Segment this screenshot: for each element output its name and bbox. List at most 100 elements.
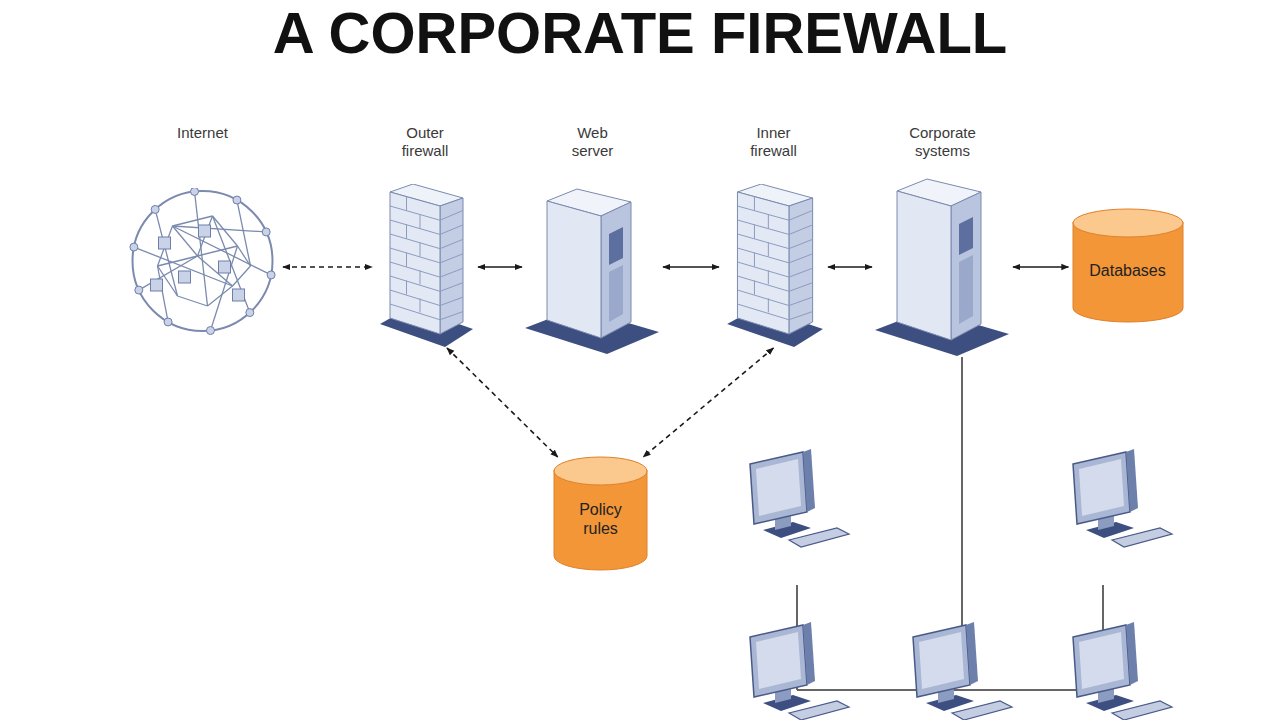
drawing-part (547, 201, 601, 338)
drawing-part (789, 283, 813, 292)
drawing-part (875, 179, 1009, 356)
node-label: Internet (128, 124, 278, 142)
drawing-part (420, 214, 421, 228)
drawing-part (198, 246, 238, 256)
database: Databases (1072, 208, 1184, 323)
firewall-icon (375, 184, 475, 349)
node-label: Corporate systems (888, 124, 998, 160)
drawing-part (789, 210, 813, 220)
drawing-part (961, 357, 963, 628)
node-label: Policy rules (571, 500, 631, 538)
firewall: Inner firewall (722, 124, 825, 349)
drawing-part (440, 225, 463, 235)
drawing-part (219, 261, 231, 273)
connector-arrow (447, 348, 558, 457)
server: Corporate systems (875, 124, 1010, 358)
drawing-part (750, 449, 849, 547)
drawing-part (754, 281, 755, 295)
drawing-part (206, 327, 214, 335)
drawing-part (1073, 449, 1172, 547)
node-label: Databases (1089, 261, 1166, 280)
drawing-part (440, 297, 463, 305)
drawing-part (959, 217, 973, 255)
drawing-part (213, 216, 238, 246)
drawing-part (420, 298, 421, 312)
drawing-part (789, 254, 813, 263)
drawing-part (737, 220, 789, 234)
drawing-part (262, 228, 270, 236)
drawing-part (754, 225, 755, 239)
drawing-part (135, 286, 143, 294)
drawing-part (768, 270, 769, 284)
drawing-part (440, 312, 463, 320)
drawing-part (789, 268, 813, 277)
drawing-part (789, 239, 813, 248)
drawing-part (737, 276, 789, 291)
drawing-part (173, 226, 267, 232)
drawing-part (133, 191, 273, 331)
drawing-part (390, 290, 440, 306)
drawing-part (897, 191, 951, 340)
drawing-part (267, 271, 275, 279)
drawing-part (390, 262, 440, 277)
drawing-part (913, 622, 1012, 720)
drawing-part (380, 184, 473, 347)
drawing-part (789, 297, 813, 305)
drawing-part (208, 286, 233, 306)
drawing-part (737, 192, 789, 334)
drawing-part (737, 248, 789, 263)
drawing-part (195, 191, 208, 306)
node-label: Inner firewall (739, 124, 809, 160)
drawing-part (390, 192, 440, 334)
drawing-part (130, 243, 138, 251)
firewall-icon (722, 184, 825, 349)
drawing-part (233, 289, 245, 301)
drawing-part (246, 309, 254, 317)
drawing-part (390, 220, 440, 234)
drawing-part (420, 270, 421, 284)
drawing-part (737, 304, 789, 320)
drawing-part (233, 196, 241, 204)
drawing-part (1073, 209, 1183, 237)
drawing-part (440, 198, 463, 334)
drawing-part (390, 276, 440, 291)
drawing-part (151, 205, 159, 213)
drawing-part (754, 253, 755, 267)
drawing-part (737, 234, 789, 249)
network-cloud-icon (125, 188, 280, 338)
connector-arrow (283, 266, 372, 268)
drawing-part (134, 247, 233, 286)
drawing-part (601, 202, 631, 338)
firewall: Outer firewall (375, 124, 475, 349)
connector-arrow (478, 266, 522, 268)
drawing-part (390, 206, 440, 220)
drawing-part (198, 216, 213, 256)
node-label: Outer firewall (390, 124, 460, 160)
database: Policy rules (553, 456, 648, 571)
connector-arrow (663, 266, 719, 268)
drawing-part (737, 262, 789, 277)
drawing-part (440, 210, 463, 220)
drawing-part (789, 225, 813, 235)
drawing-part (609, 265, 623, 322)
drawing-part (199, 225, 211, 237)
drawing-part (173, 226, 198, 256)
drawing-part (737, 290, 789, 306)
drawing-part (789, 198, 813, 334)
drawing-part (440, 239, 463, 248)
drawing-part (440, 283, 463, 292)
connector-arrow (828, 266, 872, 268)
drawing-part (1073, 622, 1172, 720)
drawing-part (390, 234, 440, 249)
network-cloud: Internet (125, 124, 280, 338)
drawing-part (178, 296, 208, 306)
drawing-part (406, 281, 407, 295)
drawing-part (727, 184, 823, 347)
drawing-part (164, 318, 172, 326)
drawing-part (390, 248, 440, 263)
drawing-part (210, 246, 237, 331)
drawing-part (406, 225, 407, 239)
drawing-part (768, 298, 769, 312)
drawing-part (390, 304, 440, 320)
